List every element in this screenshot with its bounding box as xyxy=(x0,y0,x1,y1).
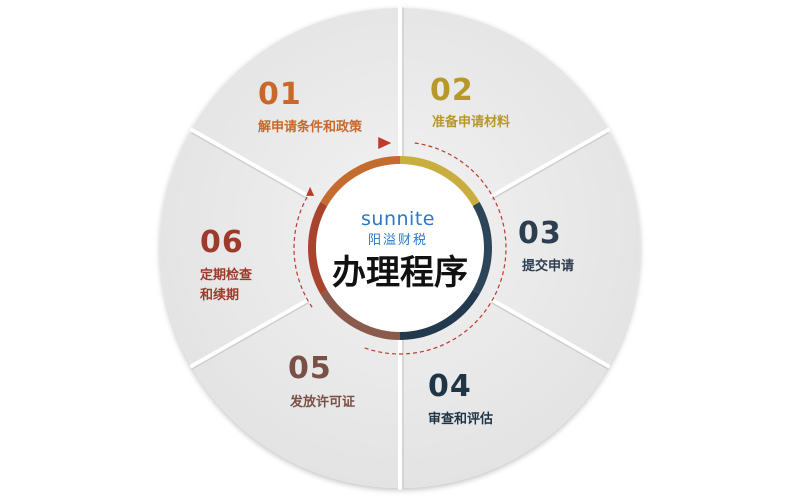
divider-upper-left-shade xyxy=(191,132,309,200)
step-label: 准备申请材料 xyxy=(432,114,510,130)
ring-segment-bottom-left xyxy=(320,289,401,340)
arrow-head-top-icon xyxy=(378,137,392,150)
divider-lower-left-shade xyxy=(191,302,309,370)
step-label: 提交申请 xyxy=(522,258,574,274)
step-label: 解申请条件和政策 xyxy=(257,119,363,135)
progress-ring xyxy=(308,156,492,340)
ring-segment-top-right xyxy=(399,156,480,207)
ring-segment-left xyxy=(308,202,328,294)
step-04: 04 审查和评估 xyxy=(428,369,493,427)
step-03: 03 提交申请 xyxy=(518,216,574,274)
divider-upper-right xyxy=(490,128,610,198)
brand-name-en: sunnite xyxy=(361,208,435,230)
step-06: 06 定期检查 和续期 xyxy=(199,225,253,303)
divider-upper-left xyxy=(190,128,310,198)
divider-lower-right-shade xyxy=(491,302,609,370)
step-02: 02 准备申请材料 xyxy=(430,73,510,130)
step-label: 和续期 xyxy=(200,287,239,303)
step-number: 01 xyxy=(258,77,302,112)
step-label: 发放许可证 xyxy=(289,394,355,410)
step-label: 审查和评估 xyxy=(428,411,493,427)
step-label: 定期检查 xyxy=(199,267,253,283)
step-number: 02 xyxy=(430,73,474,108)
divider-lower-left xyxy=(190,298,310,368)
arrow-head-left-icon xyxy=(306,186,315,196)
dashed-arc-left xyxy=(293,194,313,308)
brand-name-cn: 阳溢财税 xyxy=(368,233,428,248)
ring-segment-bottom xyxy=(399,289,480,340)
dashed-arc-right xyxy=(363,142,507,355)
sector-dividers xyxy=(190,6,610,490)
ring-segment-top-left xyxy=(320,156,401,207)
step-number: 05 xyxy=(288,351,332,386)
ring-segment-right xyxy=(472,202,492,294)
divider-upper-right-shade xyxy=(491,132,609,200)
step-number: 03 xyxy=(518,216,562,251)
step-number: 06 xyxy=(200,225,244,260)
divider-lower-right xyxy=(490,298,610,368)
step-05: 05 发放许可证 xyxy=(288,351,355,410)
step-01: 01 解申请条件和政策 xyxy=(257,77,363,135)
center-title: 办理程序 xyxy=(332,253,468,293)
step-number: 04 xyxy=(428,369,472,404)
center-disc xyxy=(308,156,492,340)
